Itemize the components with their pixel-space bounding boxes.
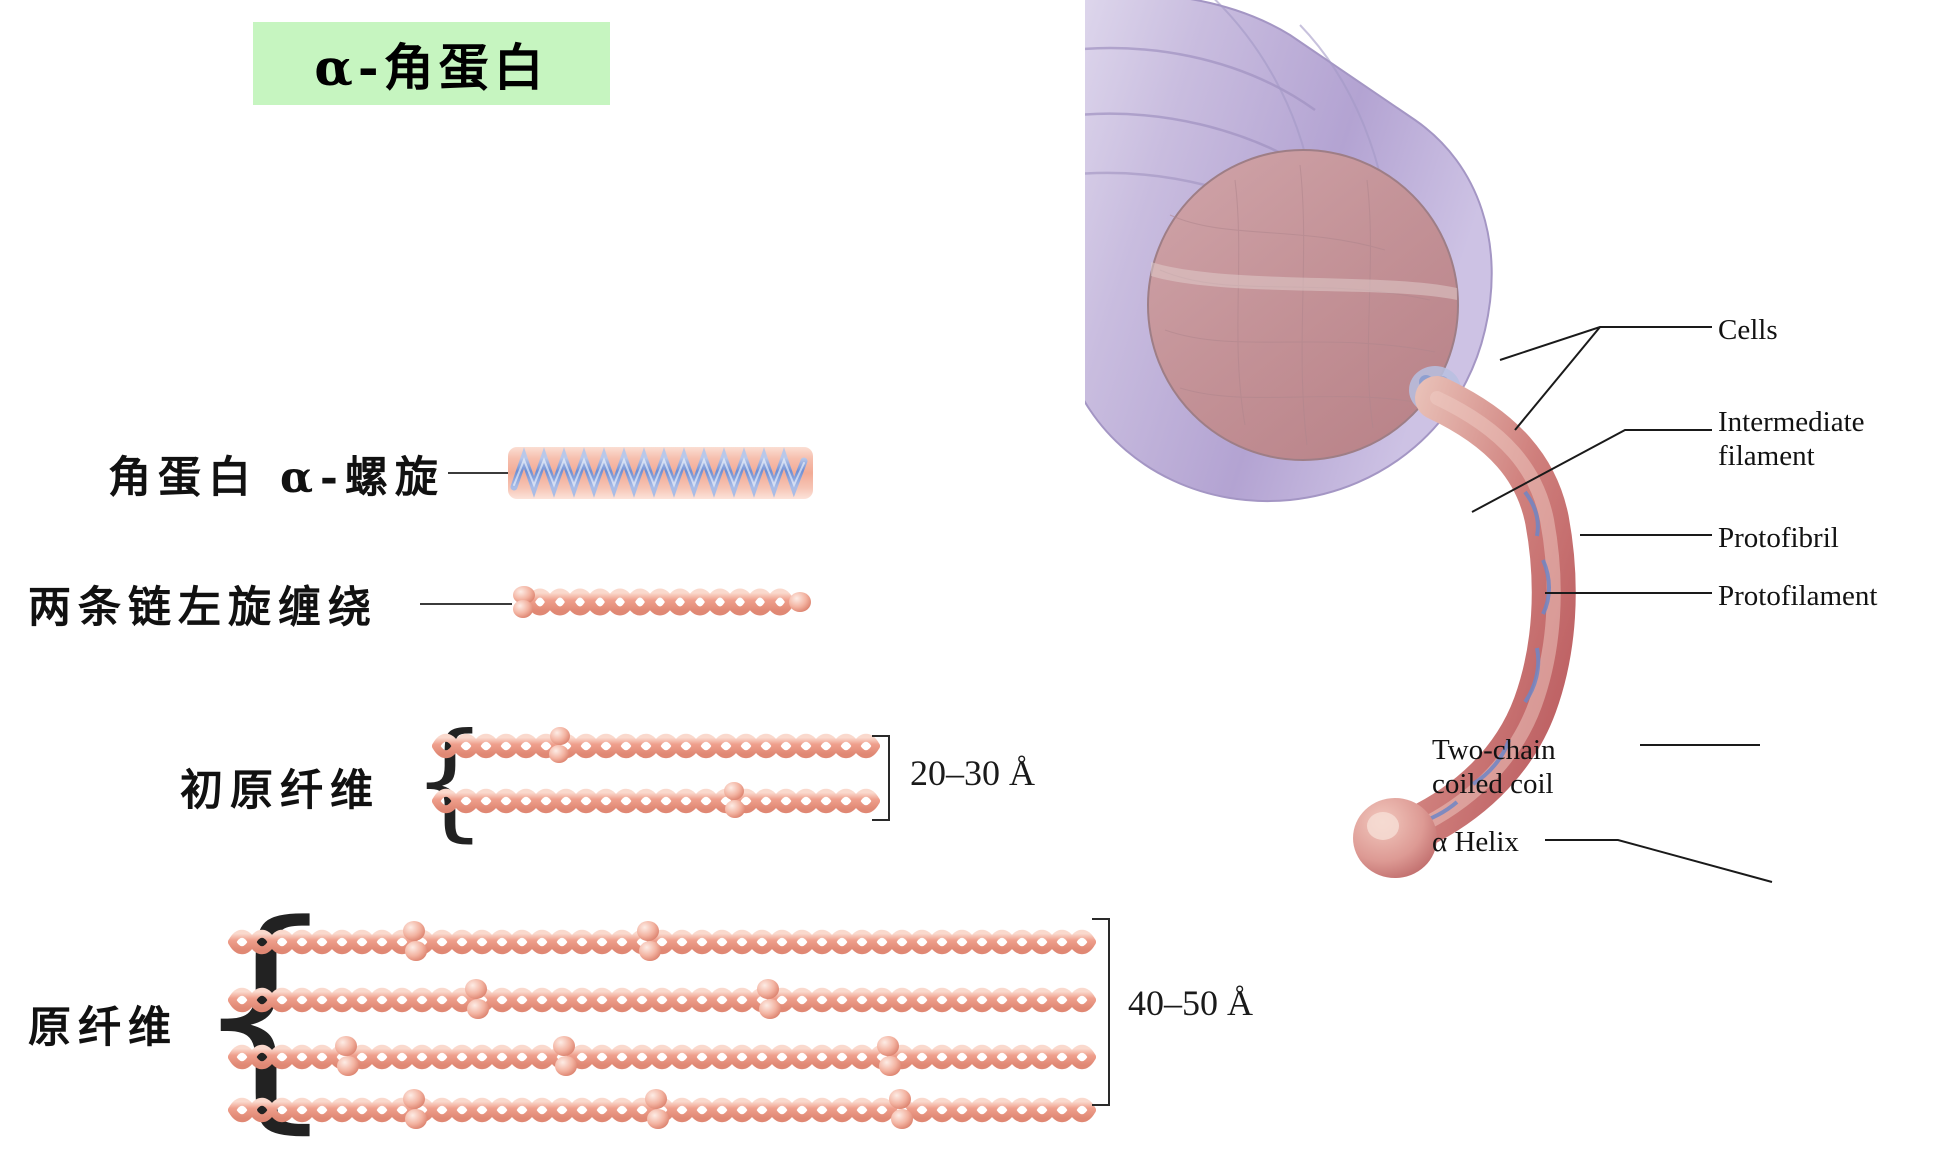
stage-label-alpha-helix: 角蛋白 α-螺旋 bbox=[108, 453, 445, 503]
protofibril-strand-2-art bbox=[432, 782, 880, 818]
leader-line-two-chain-coil bbox=[420, 603, 512, 605]
fibril-strand-1-art bbox=[228, 921, 1096, 961]
callout-label-protofibril: Protofibril bbox=[1718, 522, 1839, 554]
hair-shaft-art bbox=[1085, 0, 1576, 878]
coiled-coil-icon bbox=[513, 586, 811, 618]
callout-label-protofilament: Protofilament bbox=[1718, 580, 1878, 612]
hair-shaft-illustration bbox=[1085, 0, 1725, 1030]
callout-label-intermediate-filament-line2: filament bbox=[1718, 440, 1815, 473]
callout-label-intermediate-filament-line1: Intermediate bbox=[1718, 406, 1865, 438]
bracket-fibril-width bbox=[1092, 918, 1110, 1106]
page-title: α-角蛋白 bbox=[314, 37, 549, 97]
fibril-strand-2-art bbox=[228, 979, 1096, 1019]
coiled-coil-icon bbox=[228, 1089, 1096, 1129]
stage-label-fibril: 原纤维 bbox=[28, 1003, 178, 1053]
callout-label-cells: Cells bbox=[1718, 314, 1778, 346]
title-banner: α-角蛋白 bbox=[253, 22, 610, 105]
cortex-cut-face bbox=[1147, 149, 1459, 461]
bracket-protofibril-width bbox=[872, 735, 890, 821]
leader-line-alpha-helix bbox=[448, 472, 510, 474]
callout-label-two-chain-line2: coiled coil bbox=[1432, 768, 1554, 801]
measurement-protofibril: 20–30 Å bbox=[910, 753, 1035, 793]
stage-label-protofibril: 初原纤维 bbox=[180, 766, 380, 816]
alpha-helix-ribbon-icon bbox=[510, 447, 808, 498]
callout-label-two-chain-coiled-coil: Two-chain coiled coil bbox=[1432, 733, 1556, 801]
callout-label-alpha-helix: α Helix bbox=[1432, 826, 1519, 858]
coiled-coil-icon bbox=[228, 921, 1096, 961]
alpha-helix-cylinder-art bbox=[508, 447, 813, 499]
coiled-coil-icon bbox=[228, 979, 1096, 1019]
fibril-strand-4-art bbox=[228, 1089, 1096, 1129]
coiled-coil-icon bbox=[228, 1036, 1096, 1076]
protofibril-strand-1-art bbox=[432, 727, 880, 763]
callout-label-two-chain-line1: Two-chain bbox=[1432, 734, 1556, 766]
measurement-fibril: 40–50 Å bbox=[1128, 983, 1253, 1023]
coiled-coil-icon bbox=[432, 782, 880, 818]
fibril-strand-3-art bbox=[228, 1036, 1096, 1076]
stage-label-two-chain-coil: 两条链左旋缠绕 bbox=[28, 583, 378, 633]
two-chain-coiled-coil-art bbox=[512, 585, 812, 619]
callout-label-intermediate-filament: Intermediate filament bbox=[1718, 405, 1865, 473]
coiled-coil-icon bbox=[432, 727, 880, 763]
